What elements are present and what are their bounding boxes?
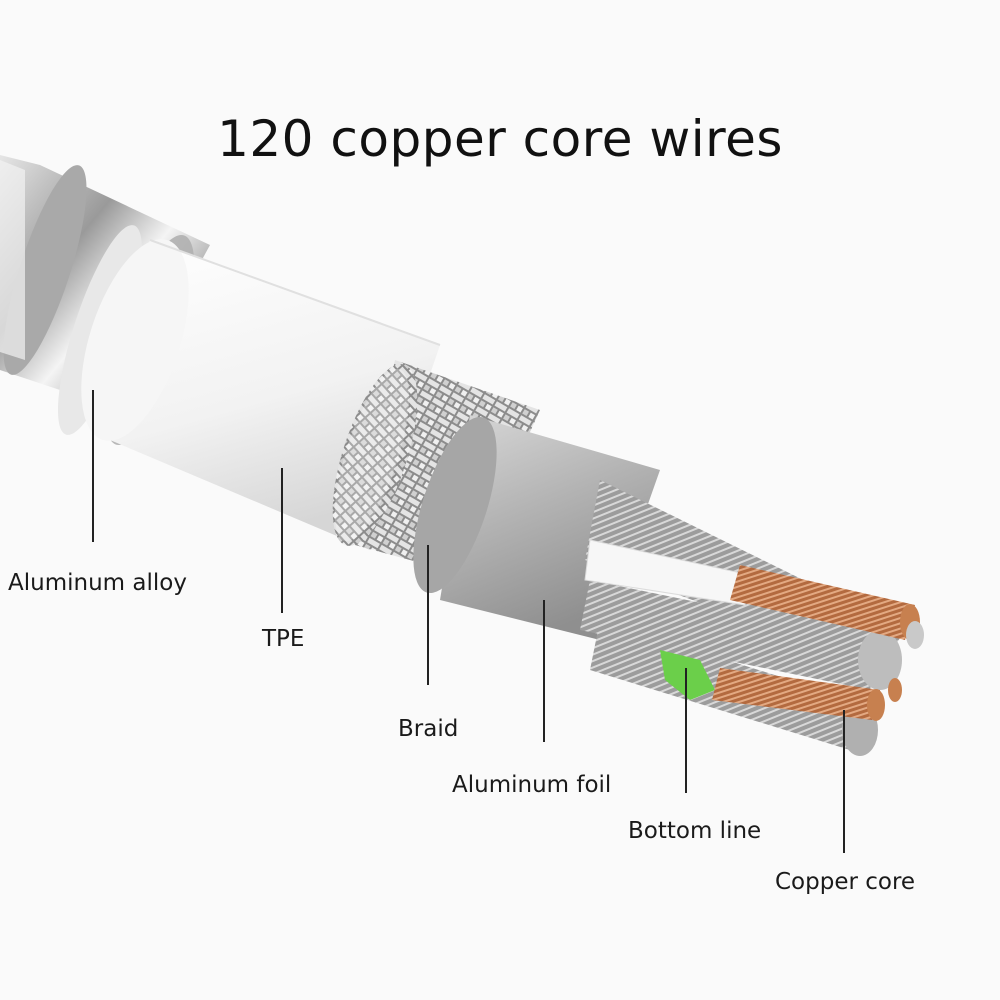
label-bottom-line: Bottom line <box>628 818 762 844</box>
label-aluminum-alloy: Aluminum alloy <box>8 570 187 596</box>
inner-wires <box>580 480 924 756</box>
copper-core-wires <box>712 565 924 721</box>
leader-line-copper-core <box>843 710 845 853</box>
leader-line-braid <box>427 545 429 685</box>
leader-line-aluminum-alloy <box>92 390 94 542</box>
leader-line-tpe <box>281 468 283 613</box>
label-copper-core: Copper core <box>775 869 916 895</box>
leader-line-aluminum-foil <box>543 600 545 742</box>
green-strand <box>660 650 715 700</box>
label-braid: Braid <box>398 716 459 742</box>
page-title: 120 copper core wires <box>217 110 783 168</box>
label-tpe: TPE <box>262 626 305 652</box>
label-aluminum-foil: Aluminum foil <box>452 772 612 798</box>
leader-line-bottom-line <box>685 668 687 793</box>
